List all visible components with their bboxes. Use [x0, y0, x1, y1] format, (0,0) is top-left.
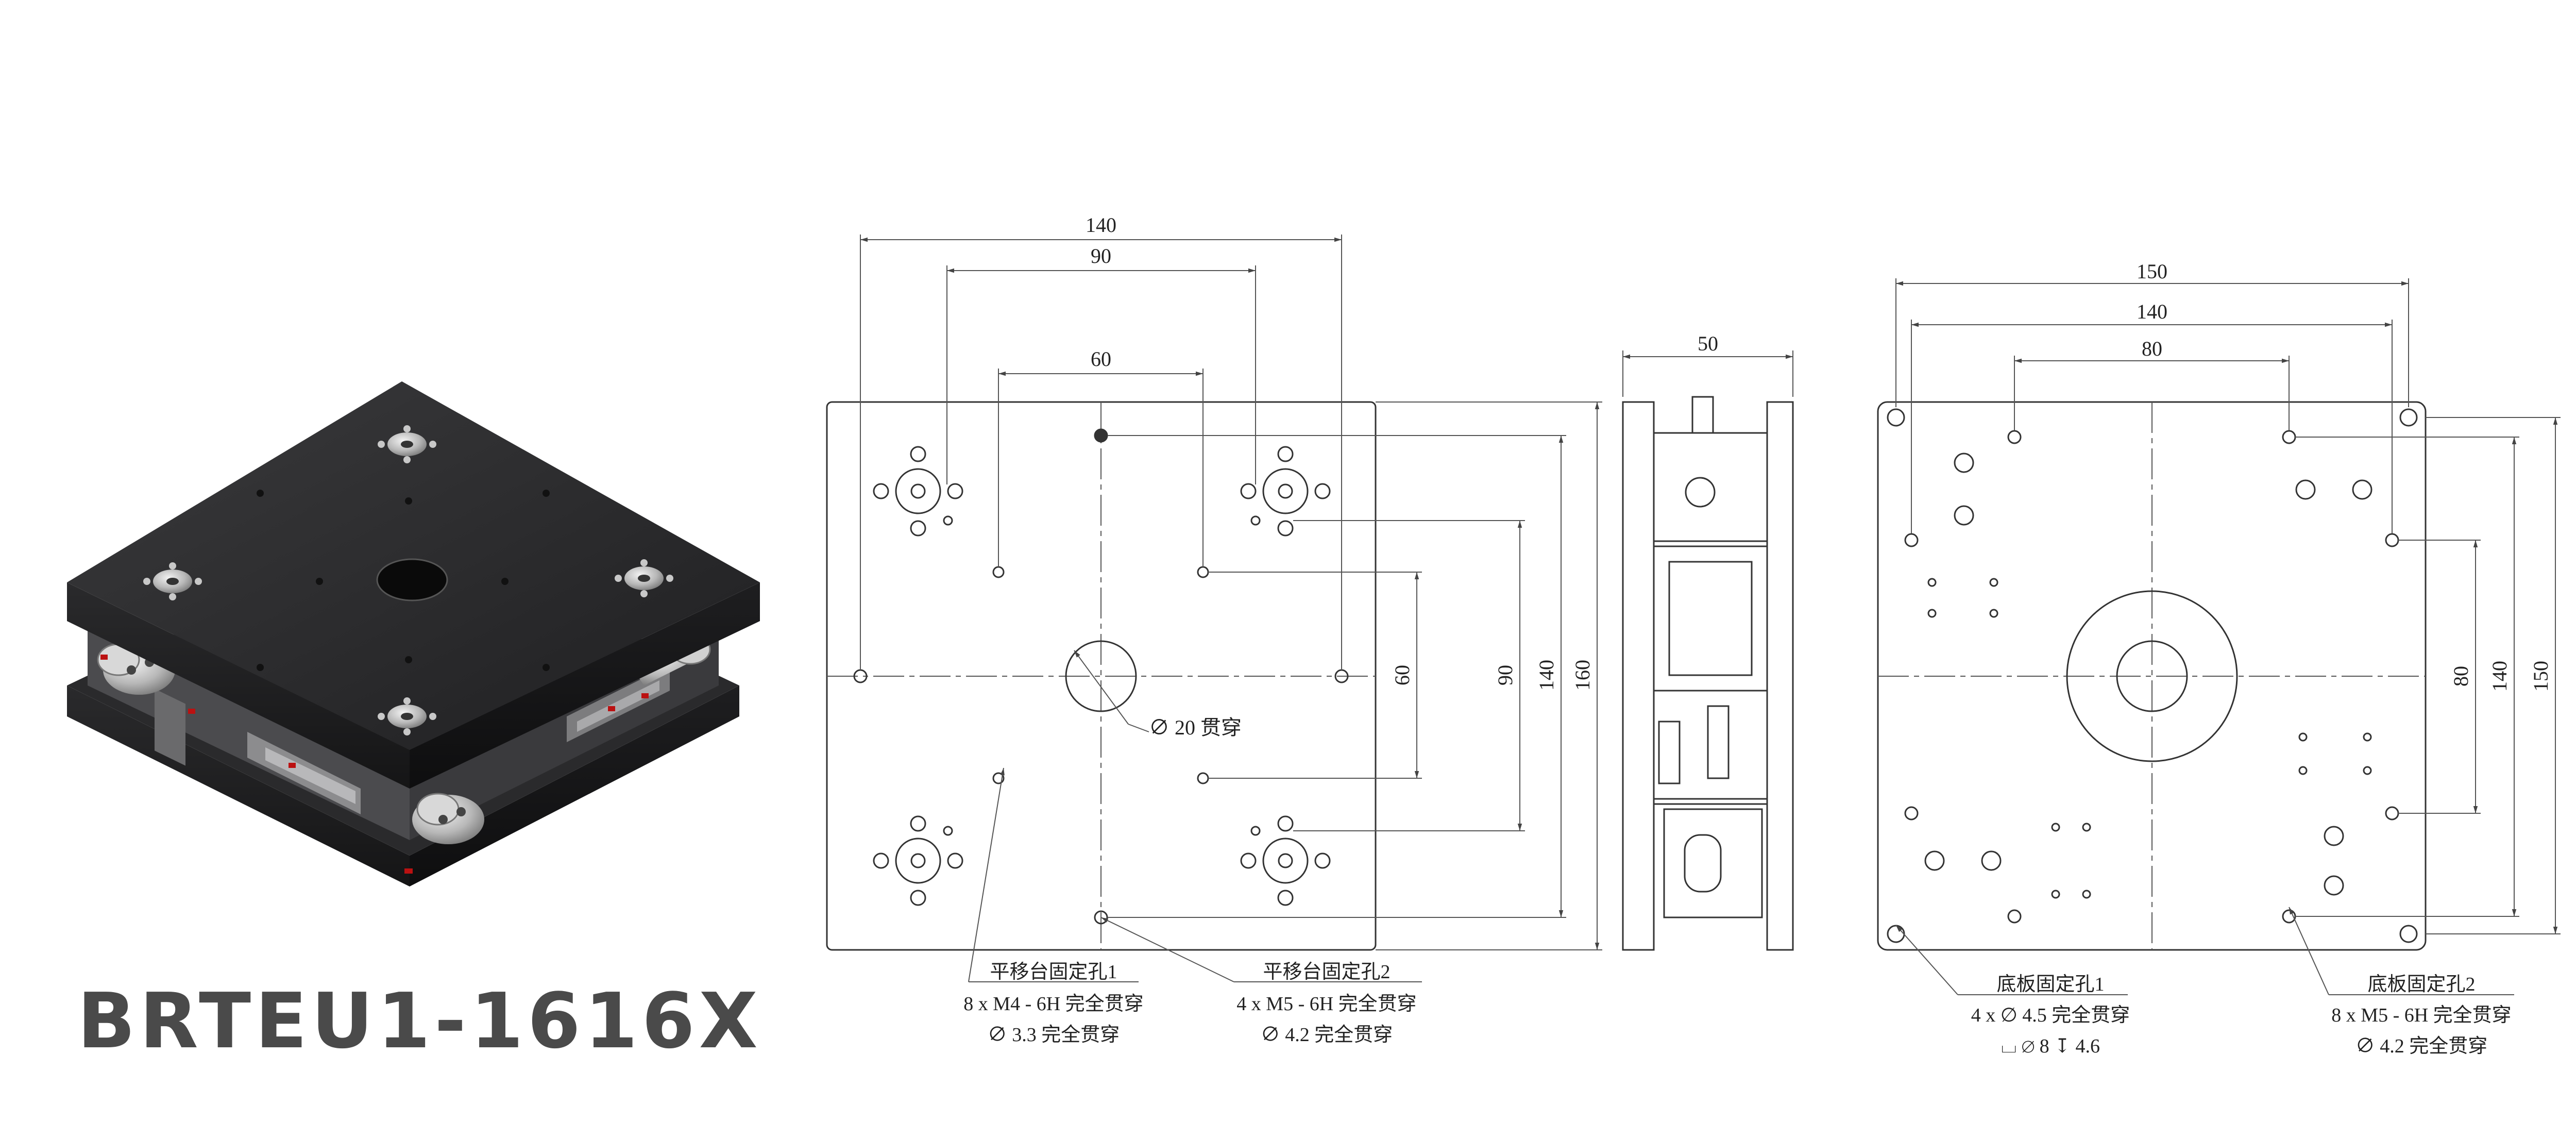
- center-hole-3d: [376, 558, 448, 601]
- base-misc-holes: [1924, 453, 2372, 899]
- dim-top-140: 140: [1086, 213, 1116, 237]
- side-view-drawing: [1622, 350, 1794, 951]
- top-note1-line2: ∅ 3.3 完全贯穿: [988, 1024, 1120, 1046]
- dim-bottom-80: 80: [2142, 337, 2162, 360]
- micrometer-knob-right: [412, 793, 484, 844]
- dim-top-90: 90: [1091, 244, 1111, 267]
- dim-side-50: 50: [1698, 332, 1718, 355]
- bottom-view-drawing: [1877, 278, 2561, 995]
- dim-top-60: 60: [1091, 347, 1111, 371]
- bushing-right: [615, 559, 673, 597]
- top-view-small-holes: [853, 428, 1349, 925]
- mount-pattern-bl: [873, 815, 963, 906]
- top-note1-line1: 8 x M4 - 6H 完全贯穿: [963, 993, 1143, 1015]
- mount-pattern-tl: [873, 446, 963, 537]
- dim-right-160: 160: [1571, 660, 1594, 691]
- mount-pattern-tr: [1240, 446, 1331, 537]
- top-note2-line2: ∅ 4.2 完全贯穿: [1261, 1024, 1393, 1046]
- bottom-note2-title: 底板固定孔2: [2367, 974, 2475, 995]
- dim-right-60: 60: [1391, 665, 1414, 685]
- top-view-drawing: [826, 235, 1602, 982]
- center-through-hole: [1065, 640, 1137, 712]
- dim-right-140: 140: [1535, 660, 1558, 691]
- bottom-center-boss: [2066, 590, 2238, 762]
- dim-bottom-right-80: 80: [2449, 666, 2472, 687]
- dim-right-90: 90: [1494, 665, 1517, 685]
- bottom-note1-line1: 4 x ∅ 4.5 完全贯穿: [1971, 1005, 2130, 1026]
- product-3d-render: [67, 381, 760, 886]
- bottom-note2-line2: ∅ 4.2 完全贯穿: [2355, 1035, 2488, 1057]
- stage-mechanism: [88, 626, 719, 874]
- plate-small-holes: [257, 490, 550, 671]
- dim-bottom-140: 140: [2137, 300, 2167, 323]
- mount-pattern-br: [1240, 815, 1331, 906]
- bottom-note1-title: 底板固定孔1: [1996, 974, 2104, 995]
- bushing-left: [143, 562, 202, 600]
- top-note2-line1: 4 x M5 - 6H 完全贯穿: [1236, 993, 1416, 1015]
- top-view-dim-lines: [860, 235, 1602, 982]
- bottom-view-dim-lines: [1895, 278, 2561, 995]
- bottom-note2-line1: 8 x M5 - 6H 完全贯穿: [2331, 1005, 2511, 1026]
- bottom-note1-line2: ⌴ ∅ 8 ↧ 4.6: [2001, 1035, 2100, 1057]
- bushing-back: [378, 425, 436, 463]
- top-plate: [67, 381, 760, 789]
- bushing-front: [378, 697, 436, 735]
- dim-bottom-150: 150: [2137, 260, 2167, 283]
- product-model-title: BRTEU1-1616X: [77, 977, 762, 1065]
- dim-bottom-right-150: 150: [2529, 661, 2552, 692]
- top-note1-title: 平移台固定孔1: [990, 961, 1117, 983]
- dim-bottom-right-140: 140: [2488, 661, 2511, 692]
- top-note2-title: 平移台固定孔2: [1263, 961, 1390, 983]
- center-hole-note: ∅ 20 贯穿: [1149, 716, 1242, 739]
